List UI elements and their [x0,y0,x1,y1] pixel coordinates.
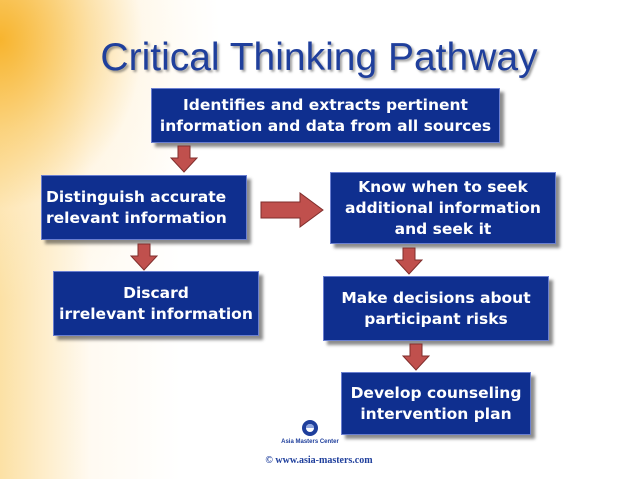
logo-text: Asia Masters Center [281,439,339,445]
box-discard: Discard irrelevant information [53,271,259,336]
arrow-down-4 [402,343,430,371]
arrow-right-1 [260,192,324,228]
arrow-down-3 [395,247,423,275]
copyright-text[interactable]: © www.asia-masters.com [265,455,373,466]
box-decisions: Make decisions about participant risks [323,276,549,341]
box-develop: Develop counseling intervention plan [341,372,531,435]
asia-masters-logo [270,418,350,454]
arrow-down-1 [170,145,198,173]
slide-title: Critical Thinking Pathway [100,36,538,79]
box-identifies: Identifies and extracts pertinent inform… [151,88,500,143]
box-distinguish: Distinguish accurate relevant informatio… [41,175,247,240]
arrow-down-2 [130,243,158,271]
box-know-when: Know when to seek additional information… [330,172,556,244]
